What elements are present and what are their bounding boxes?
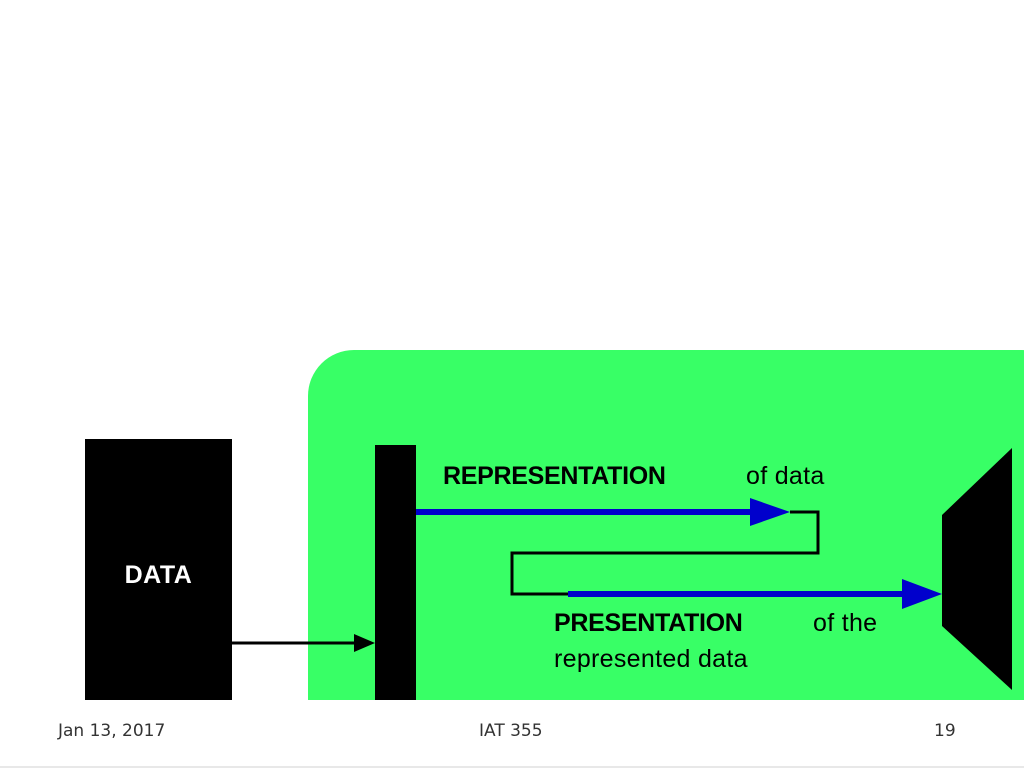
representation-filter-bar bbox=[375, 445, 416, 700]
representation-arrow-head bbox=[750, 498, 790, 526]
representation-suffix: of data bbox=[746, 462, 825, 490]
presentation-arrow-head bbox=[902, 579, 942, 609]
footer-course: IAT 355 bbox=[479, 721, 543, 741]
footer-divider bbox=[0, 766, 1024, 768]
data-to-filter-arrow-head bbox=[354, 634, 375, 652]
footer-date: Jan 13, 2017 bbox=[58, 721, 166, 741]
representation-term: REPRESENTATION bbox=[443, 462, 666, 490]
presentation-line2: represented data bbox=[554, 645, 748, 673]
presentation-term: PRESENTATION bbox=[554, 609, 743, 637]
processing-panel bbox=[308, 350, 1024, 700]
display-viewer-shape bbox=[942, 448, 1012, 690]
footer-page-number: 19 bbox=[934, 721, 956, 741]
data-block: DATA bbox=[85, 439, 232, 700]
connector-line bbox=[510, 510, 820, 596]
data-block-label: DATA bbox=[124, 561, 193, 589]
presentation-suffix: of the bbox=[813, 609, 878, 637]
